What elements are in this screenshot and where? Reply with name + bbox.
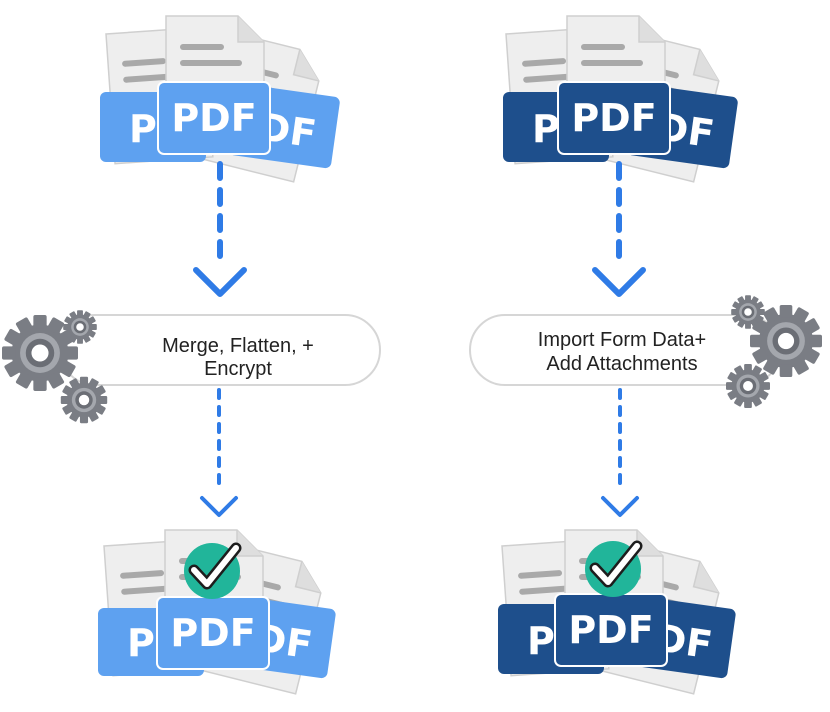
right-step-line1: Import Form Data+ (538, 329, 706, 351)
right-step-line2: Add Attachments (546, 353, 697, 375)
left-arrow-bottom (200, 388, 238, 517)
pdf-badge-front-label: PDF (170, 611, 255, 655)
left-arrow-top (193, 161, 247, 297)
left-step-line1: Merge, Flatten, + (162, 335, 314, 357)
left-source-pdf-stack: DF PI PDF (100, 15, 340, 183)
left-step-line2: Encrypt (204, 358, 272, 380)
right-result-pdf-stack: DF PI PDF (498, 529, 736, 695)
left-result-pdf-stack: DF PI PDF (98, 529, 336, 695)
check-icon (585, 540, 643, 597)
pdf-badge-front-label: PDF (571, 96, 656, 140)
pdf-badge-front (157, 81, 271, 155)
left-step-box: Merge, Flatten, + Encrypt (59, 314, 381, 386)
pdf-badge-front-label: PDF (568, 608, 653, 652)
check-icon (184, 542, 242, 599)
pdf-badge-front-label: PDF (171, 96, 256, 140)
right-source-pdf-stack: DF PI PDF (503, 15, 738, 183)
right-arrow-top (592, 161, 646, 297)
pdf-badge-front (557, 81, 671, 155)
right-step-box: Import Form Data+ Add Attachments (469, 314, 781, 386)
right-arrow-bottom (601, 388, 639, 517)
